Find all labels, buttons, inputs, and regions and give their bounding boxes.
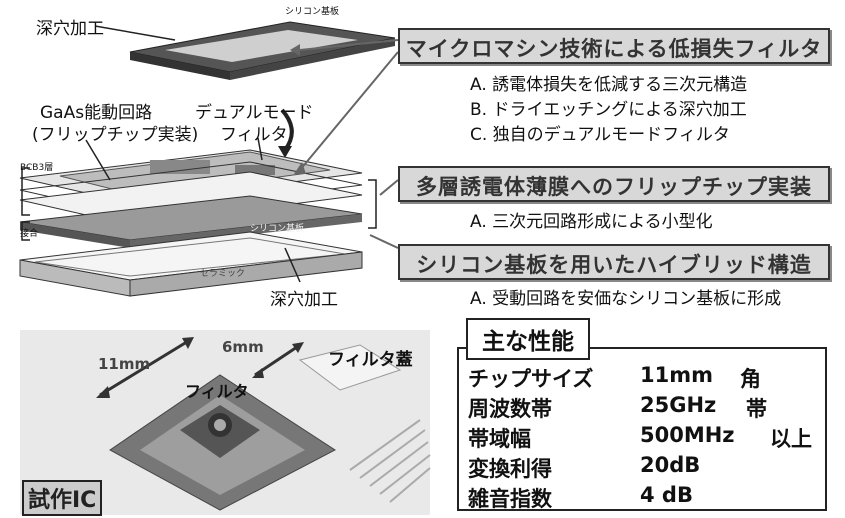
specs-title: 主な性能 xyxy=(466,318,590,360)
layer-ceramic-text: セラミック xyxy=(200,269,246,279)
dim-6mm: 6mm xyxy=(222,338,264,356)
feature-1-item-a: A. 誘電体損失を低減する三次元構造 xyxy=(470,75,748,95)
feature-banner-3: シリコン基板を用いたハイブリッド構造 xyxy=(398,244,830,280)
feature-2-item-a: A. 三次元回路形成による小型化 xyxy=(470,212,713,232)
bcb-layers xyxy=(19,149,363,226)
label-deep-hole-top: 深穴加工 xyxy=(36,19,104,39)
spec-name: 周波数帯 xyxy=(468,397,552,421)
spec-value: 20dB xyxy=(640,453,701,477)
label-dual-mode-filter: フィルタ xyxy=(220,125,288,145)
filter-lid-label: フィルタ蓋 xyxy=(328,350,413,370)
feature-banner-1: マイクロマシン技術による低損失フィルタ xyxy=(398,28,830,64)
spec-name: チップサイズ xyxy=(468,367,594,391)
label-deep-hole-bottom: 深穴加工 xyxy=(270,290,338,310)
label-flipchip: (フリップチップ実装) xyxy=(32,125,199,145)
layer-silicon-text: シリコン基板 xyxy=(250,224,305,234)
feature-3-item-a: A. 受動回路を安価なシリコン基板に形成 xyxy=(470,289,782,309)
spec-unit: 帯 xyxy=(746,397,767,421)
feature-1-item-c: C. 独自のデュアルモードフィルタ xyxy=(470,125,730,145)
spec-value: 500MHz xyxy=(640,423,735,447)
spec-name: 帯域幅 xyxy=(468,427,531,451)
label-bond: 接合 xyxy=(20,229,39,239)
feature-1-item-b: B. ドライエッチングによる深穴加工 xyxy=(470,100,747,120)
spec-name: 雑音指数 xyxy=(468,487,552,511)
spec-value: 4 dB xyxy=(640,483,693,507)
spec-value: 11mm xyxy=(640,363,713,387)
dim-11mm: 11mm xyxy=(98,355,151,373)
feature-banner-2: 多層誘電体薄膜へのフリップチップ実装 xyxy=(398,166,830,202)
prototype-caption: 試作IC xyxy=(22,480,103,516)
spec-name: 変換利得 xyxy=(468,457,552,481)
specs-box xyxy=(457,347,827,511)
spec-unit: 以上 xyxy=(770,427,812,451)
silicon-lid-layer xyxy=(129,21,396,80)
label-silicon-substrate: シリコン基板 xyxy=(285,7,340,17)
banner-arrows xyxy=(299,39,399,249)
spec-unit: 角 xyxy=(740,367,761,391)
label-dual-mode: デュアルモード xyxy=(195,103,314,123)
ceramic-layer xyxy=(19,231,363,297)
label-bcb: BCB3層 xyxy=(20,163,54,173)
label-gaas: GaAs能動回路 xyxy=(40,103,153,123)
spec-value: 25GHz xyxy=(640,393,717,417)
filter-label: フィルタ xyxy=(185,382,249,401)
